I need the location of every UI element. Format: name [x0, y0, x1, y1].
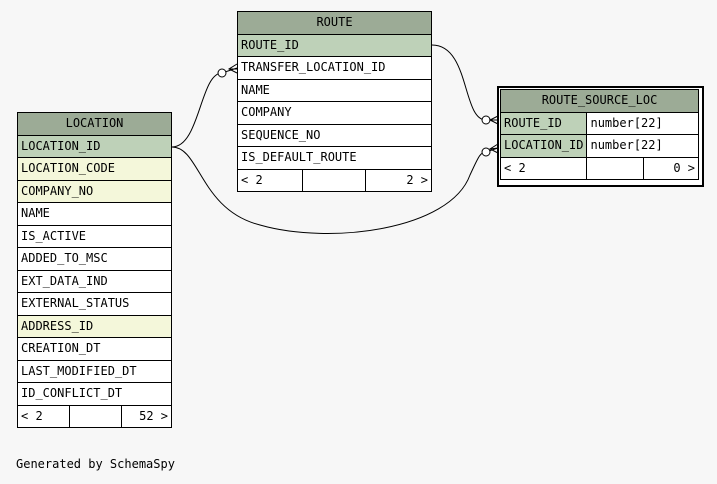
- route-source-loc-nav-middle: [586, 156, 645, 180]
- location-column-row[interactable]: ADDED_TO_MSC: [17, 247, 172, 271]
- location-column-column-name[interactable]: ADDED_TO_MSC: [17, 247, 172, 271]
- location-column-column-name[interactable]: LAST_MODIFIED_DT: [17, 359, 172, 383]
- location-column-column-name[interactable]: COMPANY_NO: [17, 179, 172, 203]
- location-column-row[interactable]: EXT_DATA_IND: [17, 269, 172, 293]
- location-column-row[interactable]: EXTERNAL_STATUS: [17, 292, 172, 316]
- location-column-column-name[interactable]: LOCATION_CODE: [17, 157, 172, 181]
- location-column-row[interactable]: COMPANY_NO: [17, 179, 172, 203]
- route-source-loc-column-column-type: number[22]: [586, 111, 699, 135]
- edge-end-circle: [217, 68, 227, 78]
- location-column-row[interactable]: LOCATION_CODE: [17, 157, 172, 181]
- route-table-nav: < 2 2 >: [237, 168, 432, 192]
- location-column-row[interactable]: ID_CONFLICT_DT: [17, 382, 172, 406]
- edge-route-to-route-source-loc: [431, 44, 498, 121]
- route-source-loc-nav-left[interactable]: < 2: [499, 156, 588, 180]
- location-nav-right[interactable]: 52 >: [121, 404, 172, 428]
- route-table-title[interactable]: ROUTE: [237, 11, 432, 35]
- route-column-row[interactable]: COMPANY: [237, 101, 432, 125]
- route-column-row[interactable]: NAME: [237, 78, 432, 102]
- location-column-row[interactable]: ADDRESS_ID: [17, 314, 172, 338]
- route-column-column-name[interactable]: SEQUENCE_NO: [237, 123, 432, 147]
- location-nav-left[interactable]: < 2: [17, 404, 70, 428]
- route-column-column-name[interactable]: ROUTE_ID: [237, 33, 432, 57]
- location-table-title[interactable]: LOCATION: [17, 112, 172, 136]
- edge-end-circle: [481, 147, 491, 157]
- route-column-row[interactable]: ROUTE_ID: [237, 33, 432, 57]
- edge-crowfoot: [227, 63, 238, 74]
- route-column-row[interactable]: SEQUENCE_NO: [237, 123, 432, 147]
- location-column-column-name[interactable]: ID_CONFLICT_DT: [17, 382, 172, 406]
- route-column-column-name[interactable]: TRANSFER_LOCATION_ID: [237, 56, 432, 80]
- route-source-loc-column-column-name[interactable]: LOCATION_ID: [499, 134, 588, 158]
- location-column-row[interactable]: CREATION_DT: [17, 337, 172, 361]
- location-column-row[interactable]: IS_ACTIVE: [17, 224, 172, 248]
- edge-crowfoot: [488, 143, 499, 154]
- generated-by-footer: Generated by SchemaSpy: [16, 457, 175, 471]
- edge-crowfoot: [488, 115, 499, 125]
- location-column-column-name[interactable]: EXT_DATA_IND: [17, 269, 172, 293]
- location-column-row[interactable]: NAME: [17, 202, 172, 226]
- location-column-column-name[interactable]: LOCATION_ID: [17, 134, 172, 158]
- edge-end-circle: [481, 115, 491, 125]
- route-nav-left[interactable]: < 2: [237, 168, 303, 192]
- route-column-row[interactable]: IS_DEFAULT_ROUTE: [237, 146, 432, 170]
- location-column-column-name[interactable]: EXTERNAL_STATUS: [17, 292, 172, 316]
- route-column-row[interactable]: TRANSFER_LOCATION_ID: [237, 56, 432, 80]
- location-table-nav: < 2 52 >: [17, 404, 172, 428]
- location-column-column-name[interactable]: ADDRESS_ID: [17, 314, 172, 338]
- location-nav-middle: [69, 404, 122, 428]
- edge-location-to-route: [171, 67, 238, 148]
- location-column-column-name[interactable]: IS_ACTIVE: [17, 224, 172, 248]
- location-column-row[interactable]: LAST_MODIFIED_DT: [17, 359, 172, 383]
- route-nav-middle: [302, 168, 366, 192]
- route-nav-right[interactable]: 2 >: [365, 168, 432, 192]
- location-column-row[interactable]: LOCATION_ID: [17, 134, 172, 158]
- route-source-loc-nav-right[interactable]: 0 >: [643, 156, 699, 180]
- route-column-column-name[interactable]: NAME: [237, 78, 432, 102]
- route-source-loc-table-title[interactable]: ROUTE_SOURCE_LOC: [500, 89, 699, 113]
- route-source-loc-column-column-type: number[22]: [586, 134, 699, 158]
- edge-location-to-route-source-loc: [171, 146, 499, 234]
- location-column-column-name[interactable]: NAME: [17, 202, 172, 226]
- route-source-loc-column-column-name[interactable]: ROUTE_ID: [499, 111, 588, 135]
- location-column-column-name[interactable]: CREATION_DT: [17, 337, 172, 361]
- route-column-column-name[interactable]: COMPANY: [237, 101, 432, 125]
- route-column-column-name[interactable]: IS_DEFAULT_ROUTE: [237, 146, 432, 170]
- route-source-loc-table-nav: < 2 0 >: [499, 156, 699, 180]
